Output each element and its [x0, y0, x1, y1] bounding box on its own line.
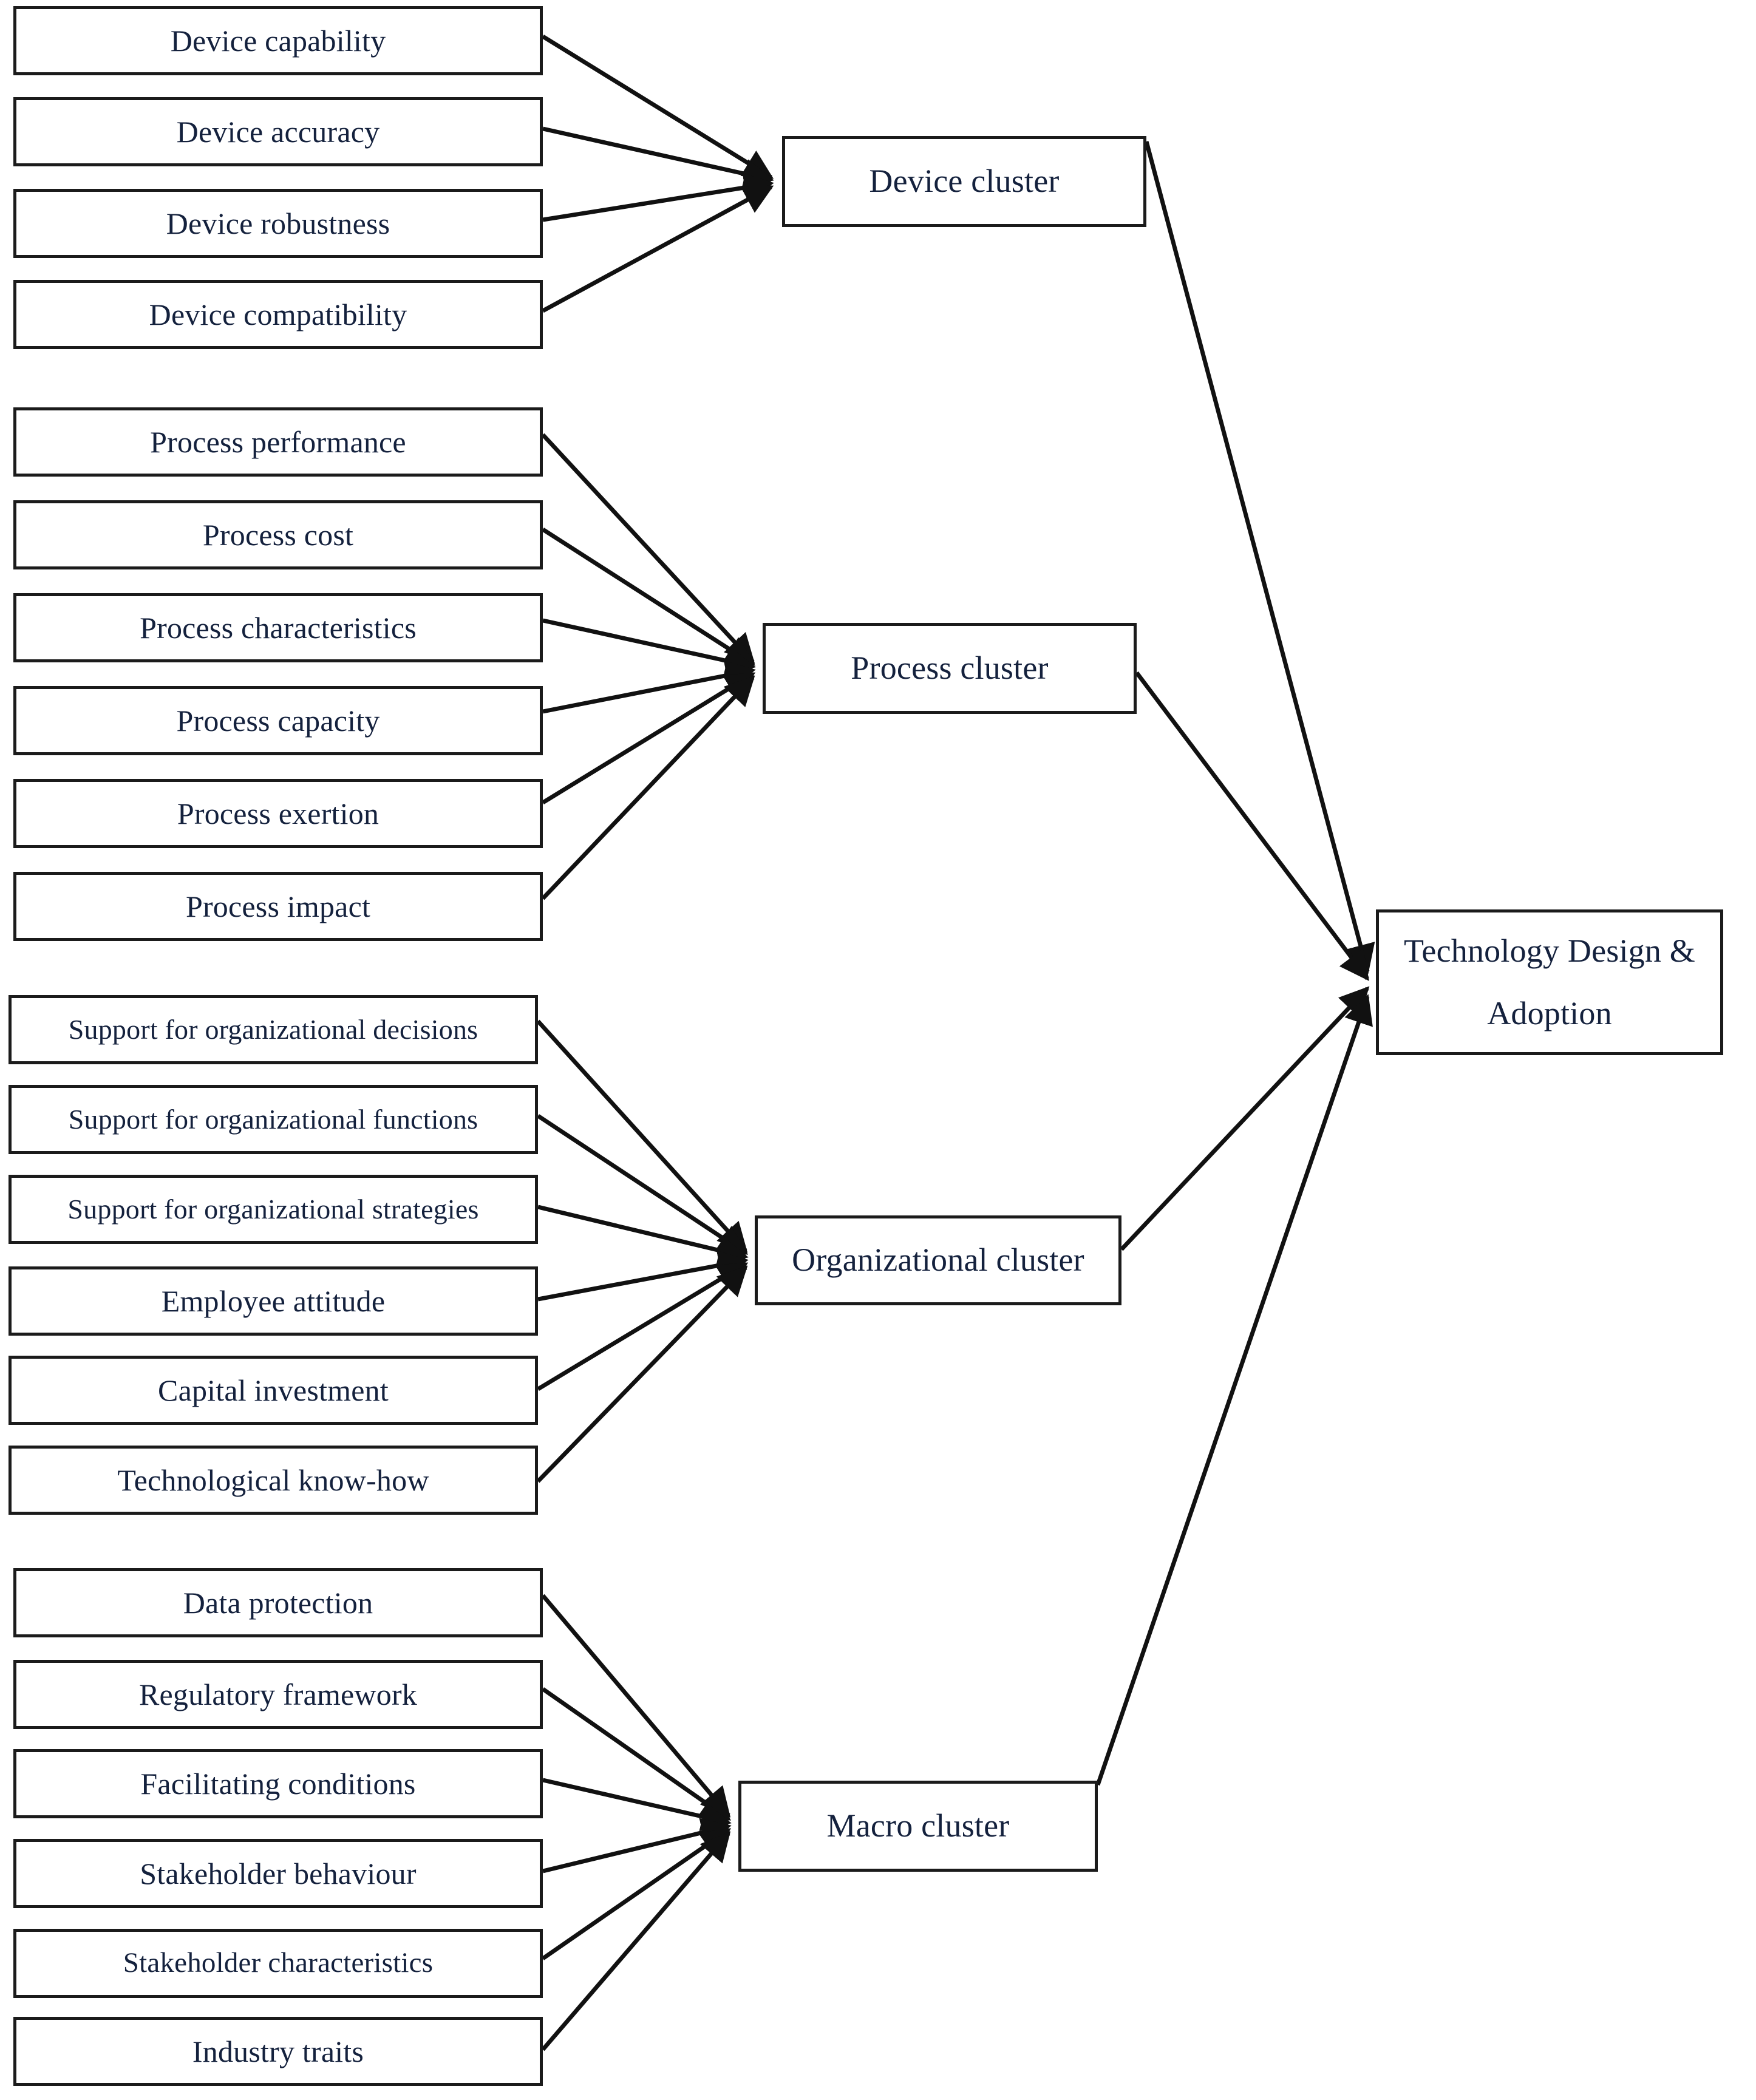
factor-box-process-cost[interactable]: Process cost: [13, 500, 543, 569]
edges-macro-group: [541, 1594, 732, 2051]
factor-label: Capital investment: [158, 1373, 389, 1407]
factor-label: Device accuracy: [176, 114, 380, 149]
factor-box-capital-investment[interactable]: Capital investment: [9, 1356, 538, 1425]
factor-label: Support for organizational functions: [68, 1103, 478, 1135]
edges-device-group: [542, 35, 774, 313]
factor-label: Facilitating conditions: [140, 1766, 416, 1801]
factor-label: Process performance: [150, 424, 406, 459]
cluster-box-process[interactable]: Process cluster: [763, 623, 1137, 714]
factor-label: Stakeholder behaviour: [140, 1856, 417, 1891]
factor-box-data-protection[interactable]: Data protection: [13, 1568, 543, 1637]
factor-box-technological-know-how[interactable]: Technological know-how: [9, 1446, 538, 1515]
target-label-line-2: Adoption: [1487, 995, 1612, 1031]
factor-box-process-performance[interactable]: Process performance: [13, 407, 543, 477]
factor-box-process-capacity[interactable]: Process capacity: [13, 686, 543, 755]
factor-label: Support for organizational strategies: [67, 1193, 479, 1225]
edges-cluster-to-target: [1095, 141, 1375, 1786]
target-box-technology-design-adoption[interactable]: Technology Design & Adoption: [1376, 909, 1723, 1055]
factor-box-support-organizational-functions[interactable]: Support for organizational functions: [9, 1085, 538, 1154]
factor-label: Regulatory framework: [138, 1677, 417, 1711]
factor-box-support-organizational-decisions[interactable]: Support for organizational decisions: [9, 995, 538, 1064]
factor-label: Process characteristics: [140, 610, 417, 645]
cluster-label: Process cluster: [851, 650, 1049, 687]
cluster-box-device[interactable]: Device cluster: [782, 136, 1146, 227]
factor-box-device-accuracy[interactable]: Device accuracy: [13, 97, 543, 166]
factor-label: Process impact: [185, 889, 371, 923]
factor-label: Data protection: [183, 1585, 373, 1620]
edges-organizational-group: [536, 1019, 749, 1483]
factor-box-process-characteristics[interactable]: Process characteristics: [13, 593, 543, 662]
factor-label: Device capability: [170, 23, 386, 58]
factor-label: Process cost: [202, 517, 354, 552]
factor-label: Device robustness: [166, 206, 390, 240]
factor-label: Support for organizational decisions: [68, 1013, 478, 1045]
factor-box-device-capability[interactable]: Device capability: [13, 6, 543, 75]
cluster-box-macro[interactable]: Macro cluster: [738, 1781, 1098, 1872]
factor-box-device-compatibility[interactable]: Device compatibility: [13, 280, 543, 349]
factor-label: Stakeholder characteristics: [123, 1947, 434, 1979]
factor-label: Industry traits: [192, 2034, 364, 2068]
factor-label: Employee attitude: [161, 1283, 386, 1318]
factor-box-device-robustness[interactable]: Device robustness: [13, 189, 543, 258]
factor-box-facilitating-conditions[interactable]: Facilitating conditions: [13, 1749, 543, 1818]
cluster-label: Organizational cluster: [792, 1242, 1084, 1279]
factor-box-process-exertion[interactable]: Process exertion: [13, 779, 543, 848]
factor-label: Technological know-how: [117, 1463, 429, 1497]
factor-box-stakeholder-behaviour[interactable]: Stakeholder behaviour: [13, 1839, 543, 1908]
factor-label: Process capacity: [176, 703, 380, 738]
cluster-box-organizational[interactable]: Organizational cluster: [755, 1215, 1121, 1305]
factor-label: Process exertion: [177, 796, 379, 831]
factor-box-regulatory-framework[interactable]: Regulatory framework: [13, 1660, 543, 1729]
factor-box-support-organizational-strategies[interactable]: Support for organizational strategies: [9, 1175, 538, 1244]
factor-box-employee-attitude[interactable]: Employee attitude: [9, 1266, 538, 1336]
factor-label: Device compatibility: [149, 297, 407, 331]
cluster-label: Device cluster: [869, 163, 1060, 200]
cluster-label: Macro cluster: [826, 1807, 1010, 1844]
factor-box-process-impact[interactable]: Process impact: [13, 872, 543, 941]
edges-process-group: [541, 433, 756, 900]
factor-box-stakeholder-characteristics[interactable]: Stakeholder characteristics: [13, 1929, 543, 1998]
target-label-line-1: Technology Design &: [1404, 933, 1695, 970]
factor-box-industry-traits[interactable]: Industry traits: [13, 2017, 543, 2086]
